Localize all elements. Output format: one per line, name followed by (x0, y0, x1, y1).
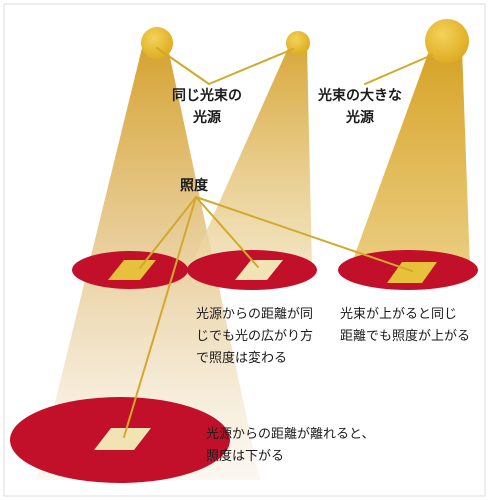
pointer-lines (123, 47, 433, 438)
beam-right (350, 48, 470, 268)
note-middle-line2: じでも光の広がり方 (196, 329, 314, 344)
pointer-illum-left (139, 196, 197, 269)
note-right: 光束が上がると同じ 距離でも照度が上がる (340, 304, 470, 348)
pointer-source-right (364, 54, 433, 85)
label-illuminance: 照度 (180, 175, 208, 197)
measure-patch-middle-icon (235, 260, 283, 280)
label-same-flux-line1: 同じ光束の (172, 88, 242, 104)
label-same-flux-source: 同じ光束の 光源 (172, 85, 242, 129)
light-source-left-icon (141, 27, 173, 59)
note-right-line2: 距離でも照度が上がる (340, 329, 471, 344)
note-middle-line3: で照度は変わる (196, 351, 288, 366)
note-right-line1: 光束が上がると同じ (340, 307, 458, 322)
note-bottom-line2: 照度は下がる (206, 449, 285, 464)
note-bottom: 光源からの距離が離れると、 照度は下がる (206, 424, 374, 468)
pointer-illum-middle (195, 196, 259, 268)
label-illuminance-text: 照度 (180, 178, 208, 194)
note-middle-line1: 光源からの距離が同 (196, 307, 314, 322)
pointer-illum-bottom (123, 196, 197, 438)
note-middle: 光源からの距離が同 じでも光の広がり方 で照度は変わる (196, 304, 313, 370)
measure-patch-left-icon (108, 260, 156, 280)
beam-middle (190, 46, 312, 268)
label-large-flux-source: 光束の大きな 光源 (318, 85, 402, 129)
measure-patch-bottom-icon (94, 428, 151, 450)
label-large-flux-line1: 光束の大きな (318, 88, 402, 104)
note-bottom-line1: 光源からの距離が離れると、 (206, 427, 375, 442)
label-same-flux-line2: 光源 (193, 110, 221, 126)
pointer-illum-right (195, 196, 413, 272)
pointer-source-middle (208, 48, 294, 85)
frame (3, 3, 486, 497)
light-source-right-icon (425, 19, 469, 63)
label-large-flux-line2: 光源 (346, 110, 374, 126)
pointer-source-left (156, 47, 210, 85)
